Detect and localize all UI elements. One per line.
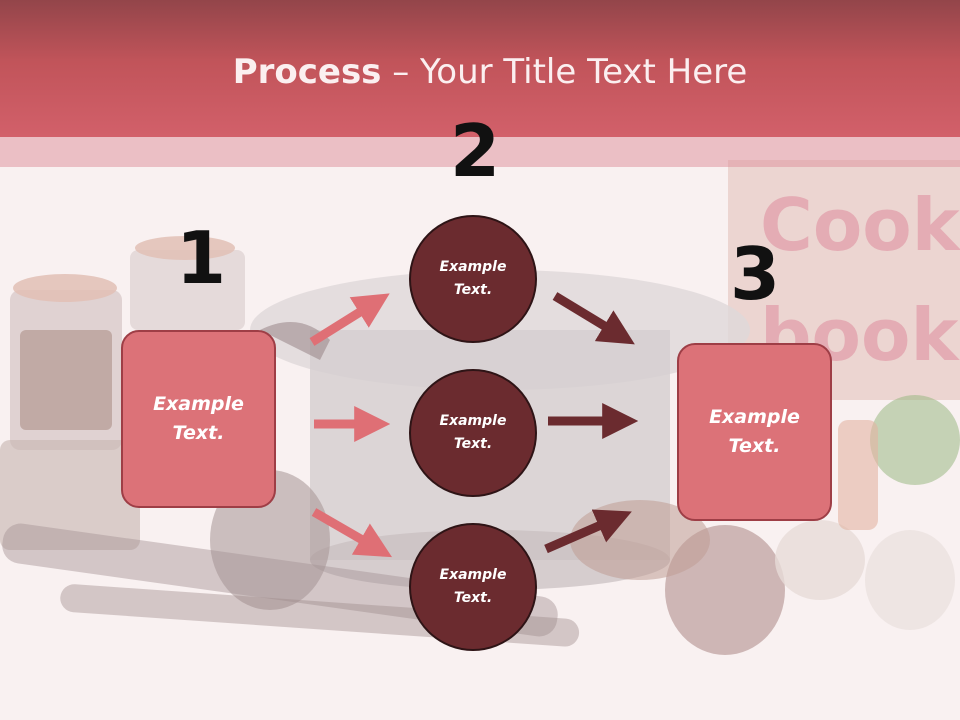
- right-step-box: Example Text.: [677, 343, 832, 521]
- arrow-left-to-bottom: [311, 508, 393, 558]
- circle-bottom: Example Text.: [409, 523, 537, 651]
- arrow-top-to-right: [552, 292, 635, 345]
- circle-top-text: Example Text.: [439, 259, 507, 298]
- step-number-3: 3: [730, 232, 781, 316]
- left-step-box-text: Example Text.: [153, 393, 244, 444]
- slide-title-rest: – Your Title Text Here: [381, 52, 748, 92]
- step-number-1: 1: [176, 216, 227, 300]
- circle-top: Example Text.: [409, 215, 537, 343]
- circle-middle-text: Example Text.: [439, 413, 507, 452]
- left-step-box: Example Text.: [121, 330, 276, 508]
- right-step-box-text: Example Text.: [709, 406, 800, 457]
- step-number-2: 2: [450, 109, 501, 193]
- circle-bottom-text: Example Text.: [439, 567, 507, 606]
- title-banner: [0, 0, 960, 137]
- slide-title-bold: Process: [232, 52, 382, 92]
- slide-title: Process – Your Title Text Here: [0, 52, 960, 92]
- arrow-bottom-to-right: [544, 509, 632, 554]
- circle-middle: Example Text.: [409, 369, 537, 497]
- arrow-left-to-top: [309, 293, 390, 346]
- title-banner-band: [0, 137, 960, 167]
